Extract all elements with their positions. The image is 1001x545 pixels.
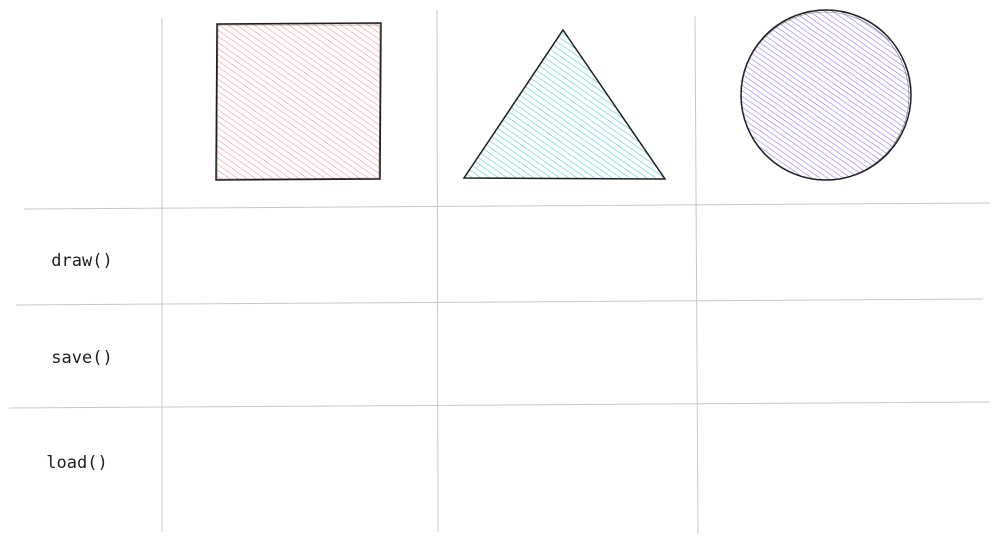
grid bbox=[8, 9, 991, 535]
circle-icon bbox=[740, 9, 912, 181]
grid-horizontal-line-1 bbox=[23, 202, 991, 210]
grid-vertical-line-3 bbox=[694, 15, 699, 535]
grid-horizontal-line-2 bbox=[15, 298, 984, 306]
row-label-load: load() bbox=[46, 453, 108, 473]
grid-horizontal-line-3 bbox=[8, 401, 991, 409]
row-label-draw: draw() bbox=[51, 251, 113, 271]
grid-vertical-line-2 bbox=[436, 9, 439, 533]
square-icon bbox=[215, 22, 382, 181]
row-label-save: save() bbox=[51, 348, 113, 368]
triangle-icon bbox=[462, 28, 667, 180]
